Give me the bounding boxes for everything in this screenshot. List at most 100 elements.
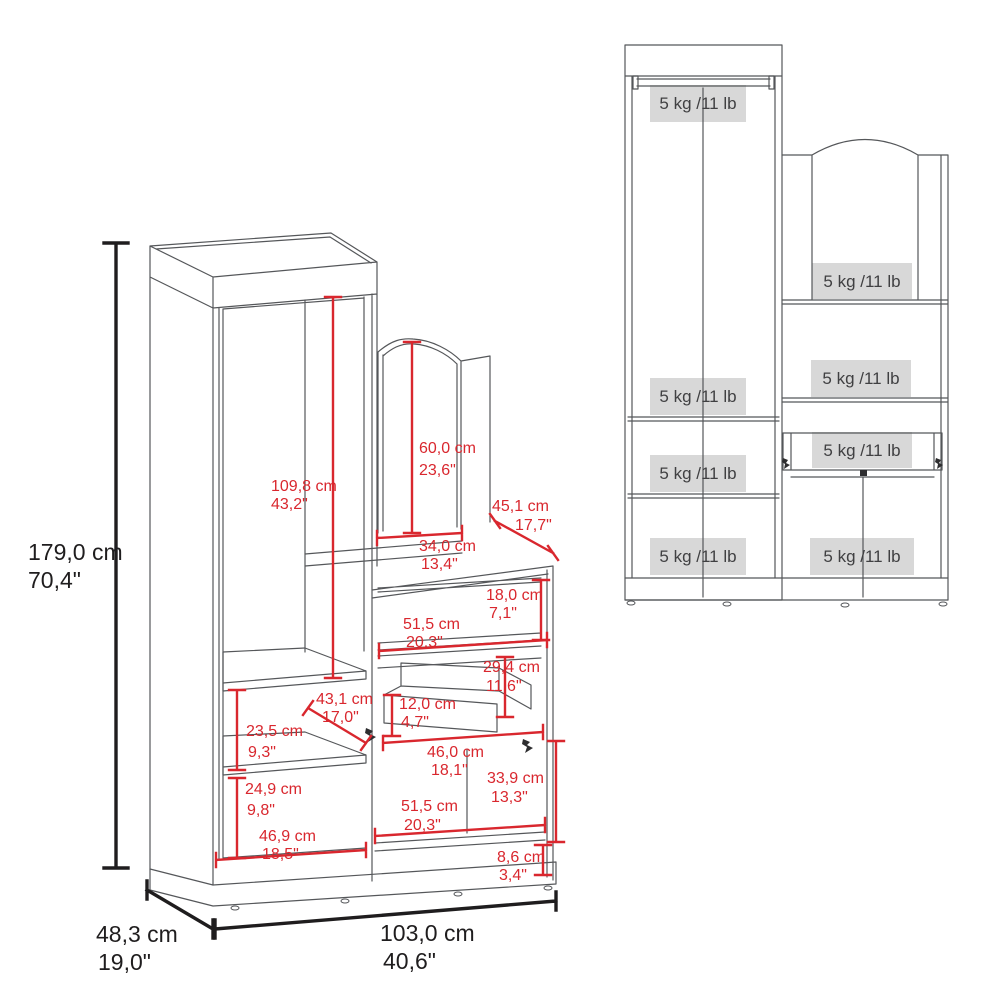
capacity-label: 5 kg /11 lb (659, 464, 736, 483)
capacity-patch (812, 432, 912, 468)
wardrobe-column-outline (149, 232, 378, 886)
dim-overall-width-in: 40,6" (383, 948, 436, 974)
dim-overall-width-cm: 103,0 cm (380, 920, 475, 946)
dim-drawer-box-height-in: 11,6" (486, 678, 522, 695)
capacity-label: 5 kg /11 lb (659, 547, 736, 566)
capacity-label: 5 kg /11 lb (823, 272, 900, 291)
capacity-patch (650, 378, 746, 415)
perspective-view: 109,8 cm 43,2" 60,0 cm 23,6" 34,0 cm 13,… (28, 232, 566, 975)
arched-mirror (377, 338, 491, 534)
drawer-slide-hardware-right (522, 739, 533, 753)
foot-glide (340, 898, 350, 904)
capacity-patch (650, 538, 746, 575)
foot-glide (453, 891, 463, 897)
dim-top-depth-cm: 45,1 cm (492, 498, 549, 515)
drawer-rail-hardware-left (782, 458, 790, 469)
base-plinth (149, 861, 557, 907)
dim-drawer-front-height-line (382, 693, 402, 738)
dim-hanging-height-in: 43,2" (271, 496, 308, 513)
capacity-label: 5 kg /11 lb (822, 369, 899, 388)
dim-lower-shelf-width-in: 20,3" (404, 817, 441, 834)
capacity-label: 5 kg /11 lb (823, 547, 900, 566)
dim-base-height-in: 3,4" (499, 867, 527, 884)
foot-glide (938, 601, 948, 607)
dim-hanging-height-cm: 109,8 cm (271, 478, 337, 495)
dim-mirror-width-line (375, 524, 464, 547)
dim-drawer-width-in: 18,1" (431, 762, 468, 779)
dim-upper-shelf-width-cm: 51,5 cm (403, 616, 460, 633)
dim-drawer-box-height-line (495, 655, 515, 719)
drawer-rail-hardware-right (935, 458, 943, 469)
dim-mirror-width-in: 13,4" (421, 556, 458, 573)
dim-drawer-front-height-in: 4,7" (401, 714, 429, 731)
dim-drawer-front-height-cm: 12,0 cm (399, 696, 456, 713)
dim-mirror-width-cm: 34,0 cm (419, 538, 476, 555)
dim-overall-width-line (213, 890, 558, 940)
dim-lower-shelf-width-cm: 51,5 cm (401, 798, 458, 815)
dim-overall-height-cm: 179,0 cm (28, 539, 123, 565)
dim-shelf-depth-line (301, 699, 373, 752)
dim-interior-width-line (214, 841, 368, 869)
dim-upper-gap-cm: 23,5 cm (246, 723, 303, 740)
dim-lower-gap-line (227, 776, 247, 860)
dim-shelf-depth-cm: 43,1 cm (316, 691, 373, 708)
dim-interior-width-cm: 46,9 cm (259, 828, 316, 845)
front-base (624, 577, 949, 601)
rod-bracket-right (768, 75, 775, 90)
capacity-label: 5 kg /11 lb (659, 387, 736, 406)
red-dimensions: 109,8 cm 43,2" 60,0 cm 23,6" 34,0 cm 13,… (214, 295, 566, 884)
dim-drawer-width-line (381, 723, 545, 752)
capacity-patch (650, 85, 746, 122)
foot-glide (626, 600, 636, 606)
dim-lower-section-height-cm: 33,9 cm (487, 770, 544, 787)
rod-bracket-left (632, 75, 639, 90)
dim-lower-gap-cm: 24,9 cm (245, 781, 302, 798)
dim-mirror-height-in: 23,6" (419, 462, 456, 479)
drawer-center-guide (860, 470, 867, 476)
foot-glide (543, 885, 553, 891)
dim-drawer-width-cm: 46,0 cm (427, 744, 484, 761)
dim-mirror-height-line (402, 340, 422, 535)
dim-lower-section-height-line (546, 739, 566, 844)
dim-upper-shelf-height-cm: 18,0 cm (486, 587, 543, 604)
dim-upper-shelf-width-line (377, 631, 549, 660)
dim-base-height-cm: 8,6 cm (497, 849, 545, 866)
hanging-rod (636, 78, 771, 87)
capacity-patch (810, 538, 914, 575)
front-load-view: 5 kg /11 lb 5 kg /11 lb 5 kg /11 lb 5 kg… (624, 44, 949, 608)
dim-mirror-height-cm: 60,0 cm (419, 440, 476, 457)
foot-glide (840, 602, 850, 608)
capacity-label: 5 kg /11 lb (823, 441, 900, 460)
dim-overall-height-in: 70,4" (28, 567, 81, 593)
capacity-patch (812, 263, 912, 299)
capacity-patch (811, 360, 911, 397)
dim-overall-depth-in: 19,0" (98, 949, 151, 975)
dim-shelf-depth-in: 17,0" (322, 709, 359, 726)
dim-overall-depth-cm: 48,3 cm (96, 921, 178, 947)
front-wardrobe-tower (624, 44, 783, 601)
dim-hanging-height-line (323, 295, 343, 680)
dim-top-depth-line (488, 512, 560, 562)
open-drawer (383, 662, 532, 733)
capacity-patch (650, 455, 746, 492)
dim-base-height-line (533, 843, 553, 877)
dim-interior-width-in: 18,5" (262, 846, 299, 863)
dim-upper-shelf-height-in: 7,1" (489, 605, 517, 622)
front-dresser-section (781, 139, 949, 601)
overall-dimensions: 179,0 cm 70,4" 48,3 cm 19,0" 103,0 cm 40… (28, 241, 558, 975)
dim-drawer-box-height-cm: 29,4 cm (483, 659, 540, 676)
dim-overall-depth-line (144, 879, 216, 940)
dim-upper-gap-in: 9,3" (248, 744, 276, 761)
dim-lower-gap-in: 9,8" (247, 802, 275, 819)
foot-glide (722, 601, 732, 607)
dim-lower-shelf-width-line (373, 816, 547, 845)
dim-upper-shelf-width-in: 20,3" (406, 634, 443, 651)
dim-lower-section-height-in: 13,3" (491, 789, 528, 806)
dim-top-depth-in: 17,7" (515, 517, 552, 534)
column-shelves (222, 647, 367, 776)
foot-glide (230, 905, 240, 911)
capacity-label: 5 kg /11 lb (659, 94, 736, 113)
dim-overall-height-line (102, 241, 130, 870)
